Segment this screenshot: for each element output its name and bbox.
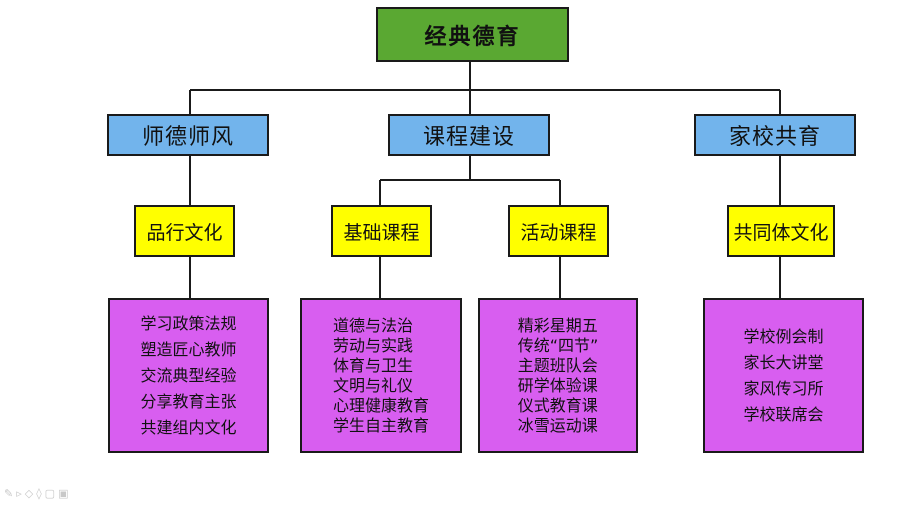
branch-node-jiaxiao: 家校共育 bbox=[694, 114, 856, 156]
leaf-item: 心理健康教育 bbox=[332, 395, 429, 415]
leaf-item: 学校例会制 bbox=[743, 326, 824, 346]
group-node-pinxing: 品行文化 bbox=[134, 205, 235, 257]
leaf-item: 体育与卫生 bbox=[332, 355, 413, 375]
root-node: 经典德育 bbox=[376, 7, 569, 62]
group-node-gongtongti: 共同体文化 bbox=[727, 205, 835, 257]
leaf-item: 文明与礼仪 bbox=[332, 375, 413, 395]
group-node-huodong: 活动课程 bbox=[508, 205, 609, 257]
leaf-box-pinxing: 学习政策法规 塑造匠心教师 交流典型经验 分享教育主张 共建组内文化 bbox=[108, 298, 269, 453]
branch-node-shide: 师德师风 bbox=[107, 114, 269, 156]
camera-icon[interactable]: ▣ bbox=[58, 487, 69, 500]
group-node-jichu: 基础课程 bbox=[331, 205, 432, 257]
highlighter-icon[interactable]: ◊ bbox=[36, 487, 42, 500]
leaf-box-jichu: 道德与法治 劳动与实践 体育与卫生 文明与礼仪 心理健康教育 学生自主教育 bbox=[300, 298, 462, 453]
shape-icon[interactable]: ▢ bbox=[44, 487, 56, 500]
leaf-item: 道德与法治 bbox=[332, 315, 413, 335]
leaf-item: 学习政策法规 bbox=[140, 313, 237, 333]
leaf-item: 分享教育主张 bbox=[140, 391, 237, 411]
pen-icon[interactable]: ✎ bbox=[4, 487, 14, 500]
slide-toolbar: ✎ ▹ ◇ ◊ ▢ ▣ bbox=[4, 487, 68, 500]
leaf-item: 共建组内文化 bbox=[140, 417, 237, 437]
pointer-icon[interactable]: ▹ bbox=[16, 487, 22, 500]
leaf-box-huodong: 精彩星期五 传统“四节” 主题班队会 研学体验课 仪式教育课 冰雪运动课 bbox=[478, 298, 638, 453]
leaf-item: 家长大讲堂 bbox=[743, 352, 824, 372]
leaf-item: 主题班队会 bbox=[517, 355, 598, 375]
leaf-item: 劳动与实践 bbox=[332, 335, 413, 355]
leaf-box-gongtongti: 学校例会制 家长大讲堂 家风传习所 学校联席会 bbox=[703, 298, 864, 453]
leaf-item: 仪式教育课 bbox=[517, 395, 598, 415]
branch-node-kecheng: 课程建设 bbox=[388, 114, 550, 156]
leaf-item: 冰雪运动课 bbox=[517, 415, 598, 435]
leaf-item: 学生自主教育 bbox=[332, 415, 429, 435]
leaf-item: 学校联席会 bbox=[743, 404, 824, 424]
leaf-item: 塑造匠心教师 bbox=[140, 339, 237, 359]
eraser-icon[interactable]: ◇ bbox=[24, 487, 34, 500]
leaf-item: 精彩星期五 bbox=[517, 315, 598, 335]
leaf-item: 交流典型经验 bbox=[140, 365, 237, 385]
leaf-item: 研学体验课 bbox=[517, 375, 598, 395]
leaf-item: 家风传习所 bbox=[743, 378, 824, 398]
leaf-item: 传统“四节” bbox=[517, 335, 599, 355]
